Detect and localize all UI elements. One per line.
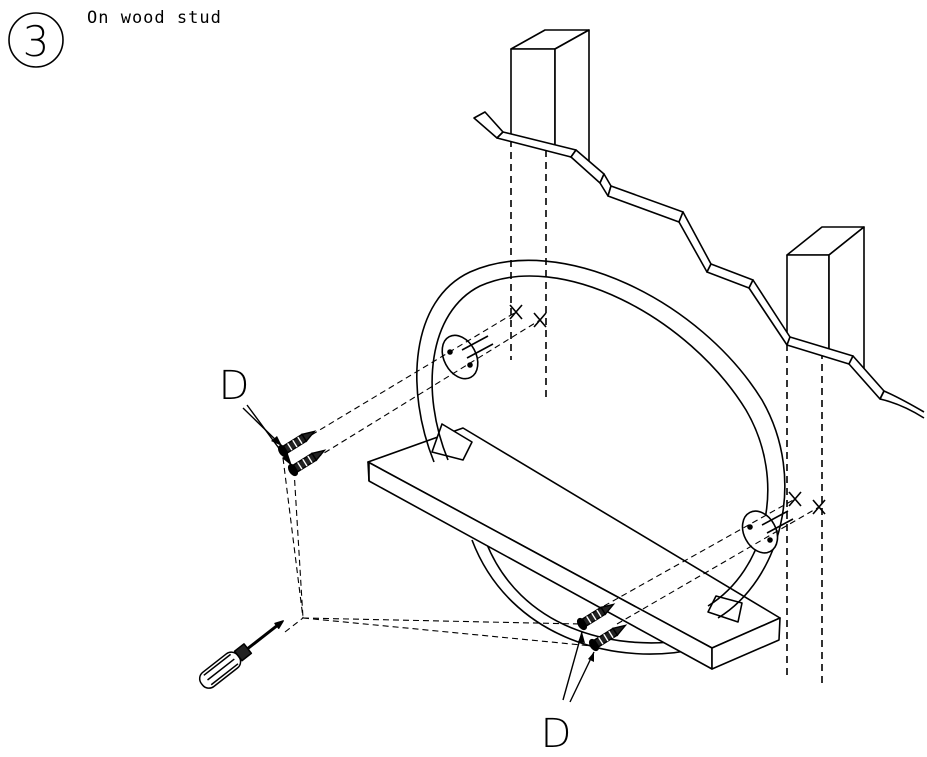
arrowheads bbox=[271, 436, 594, 662]
wall-stud-icon bbox=[786, 226, 865, 686]
drywall-edge bbox=[473, 111, 925, 419]
ring-foot bbox=[431, 423, 743, 623]
mounting-bracket-right bbox=[741, 510, 794, 554]
step-badge: 3 bbox=[8, 12, 64, 68]
screw-label-upper: D bbox=[219, 363, 250, 409]
drill-mark-icon bbox=[509, 304, 826, 515]
screw-label-lower: D bbox=[541, 711, 572, 752]
towel-ring-lower bbox=[471, 539, 701, 655]
wood-screw-icon bbox=[576, 603, 616, 631]
screwdriver-icon bbox=[198, 620, 284, 689]
wood-screw-icon bbox=[588, 624, 628, 652]
step-number: 3 bbox=[23, 17, 50, 66]
wall-stud-icon bbox=[510, 29, 590, 398]
wood-screw-icon bbox=[277, 430, 317, 458]
shelf-base bbox=[367, 427, 781, 670]
mounting-bracket-left bbox=[441, 334, 494, 380]
step-caption: On wood stud bbox=[87, 8, 222, 28]
wood-screw-icon bbox=[287, 449, 327, 477]
label-leaders bbox=[242, 404, 595, 703]
alignment-lines bbox=[282, 311, 820, 647]
